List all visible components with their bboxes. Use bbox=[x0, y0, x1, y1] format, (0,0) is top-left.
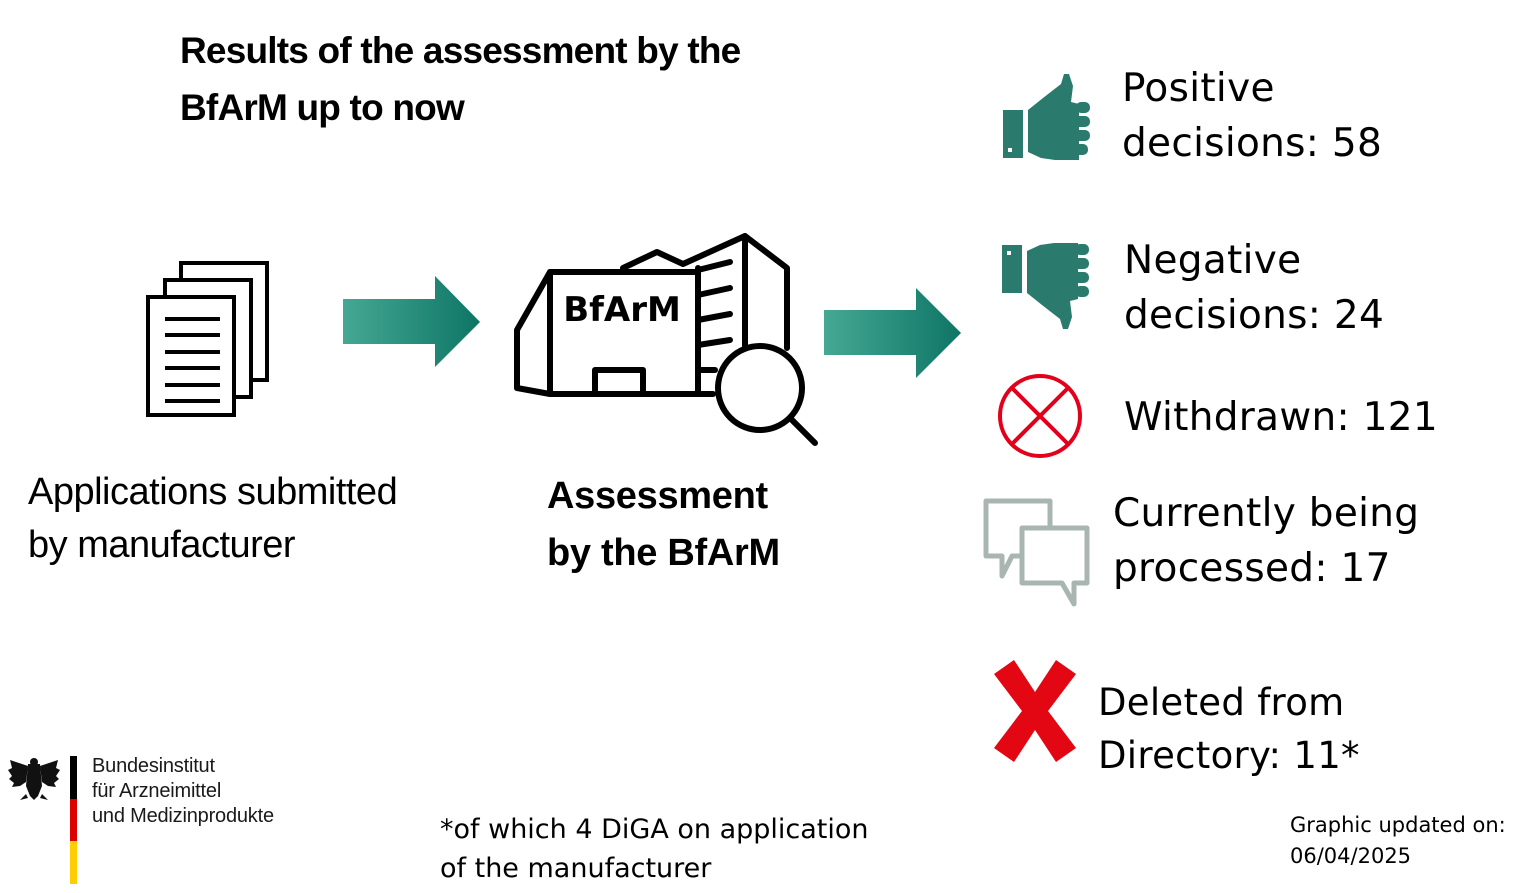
assessment-label-line-2: by the BfArM bbox=[547, 532, 780, 574]
building-sign: BfArM bbox=[563, 290, 681, 330]
thumbs-up-icon bbox=[1003, 74, 1090, 160]
flag-bar bbox=[70, 756, 77, 884]
updated-value: 06/04/2025 bbox=[1290, 844, 1412, 868]
assessment-label-line-1: Assessment bbox=[547, 475, 768, 517]
result-deleted-line-2: Directory: 11* bbox=[1098, 734, 1360, 777]
result-negative: Negative decisions: 24 bbox=[1124, 233, 1384, 343]
flag-gold bbox=[70, 841, 77, 884]
result-withdrawn-line-1: Withdrawn: 121 bbox=[1124, 395, 1439, 440]
result-negative-line-1: Negative bbox=[1124, 238, 1302, 283]
assessment-label: Assessment by the BfArM bbox=[547, 468, 867, 582]
result-withdrawn: Withdrawn: 121 bbox=[1124, 390, 1438, 445]
updated-date: Graphic updated on: 06/04/2025 bbox=[1290, 810, 1506, 872]
federal-eagle-icon bbox=[8, 758, 60, 800]
result-deleted-line-1: Deleted from bbox=[1098, 681, 1345, 724]
thumbs-down-icon bbox=[1002, 243, 1089, 329]
flag-red bbox=[70, 798, 77, 842]
footnote-line-1: *of which 4 DiGA on application bbox=[440, 814, 869, 845]
red-x-icon bbox=[994, 660, 1076, 762]
applications-label-line-2: by manufacturer bbox=[28, 524, 296, 566]
result-negative-line-2: decisions: 24 bbox=[1124, 293, 1385, 338]
result-positive-line-2: decisions: 58 bbox=[1122, 121, 1383, 166]
title-line-1: Results of the assessment by the bbox=[180, 30, 741, 71]
result-positive: Positive decisions: 58 bbox=[1122, 61, 1382, 171]
speech-bubbles-icon bbox=[983, 498, 1090, 607]
circle-x-icon bbox=[998, 374, 1082, 458]
page-title: Results of the assessment by the BfArM u… bbox=[180, 22, 880, 136]
arrow-right-icon-2 bbox=[824, 288, 961, 378]
flag-black bbox=[70, 756, 77, 799]
arrow-right-icon bbox=[343, 276, 480, 367]
logo-line-1: Bundesinstitut bbox=[92, 755, 215, 777]
applications-label: Applications submitted by manufacturer bbox=[28, 466, 488, 572]
result-deleted: Deleted from Directory: 11* bbox=[1098, 676, 1360, 782]
result-processing: Currently being processed: 17 bbox=[1113, 486, 1419, 596]
footnote: *of which 4 DiGA on application of the m… bbox=[440, 810, 869, 888]
documents-stack-icon bbox=[146, 261, 269, 417]
updated-label: Graphic updated on: bbox=[1290, 813, 1506, 837]
institute-logo-text: Bundesinstitut für Arzneimittel und Medi… bbox=[92, 754, 274, 829]
applications-label-line-1: Applications submitted bbox=[28, 471, 398, 513]
result-processing-line-1: Currently being bbox=[1113, 491, 1420, 536]
building-magnifier-icon: BfArM bbox=[514, 233, 818, 446]
footnote-line-2: of the manufacturer bbox=[440, 853, 712, 884]
result-processing-line-2: processed: 17 bbox=[1113, 546, 1391, 591]
logo-line-2: für Arzneimittel bbox=[92, 780, 222, 802]
logo-line-3: und Medizinprodukte bbox=[92, 805, 274, 827]
result-positive-line-1: Positive bbox=[1122, 66, 1275, 111]
title-line-2: BfArM up to now bbox=[180, 87, 465, 128]
